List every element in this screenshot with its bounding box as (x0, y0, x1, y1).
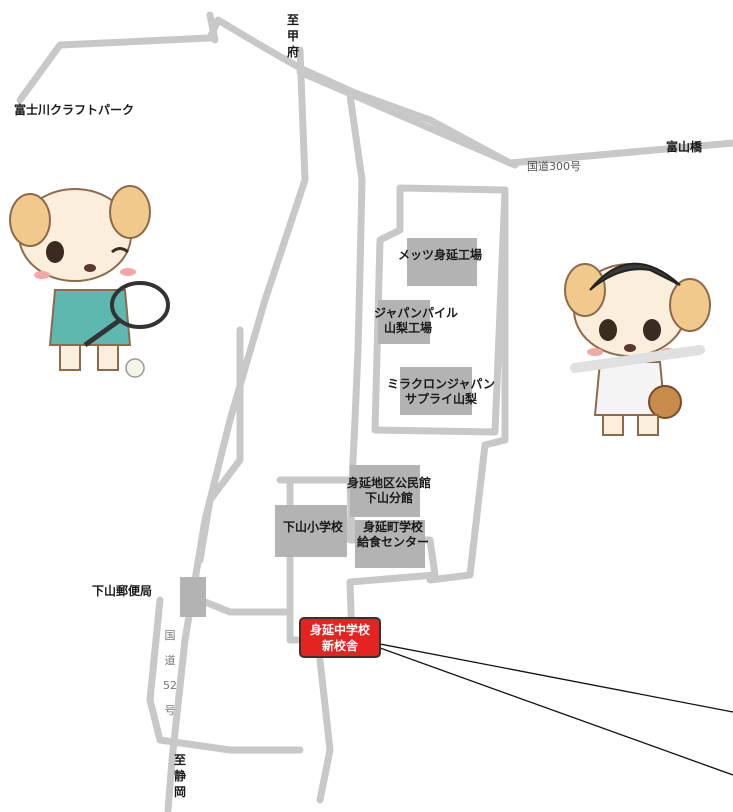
label-miraclon-line2: サプライ山梨 (404, 392, 477, 406)
label-community-hall: 身延地区公民館 下山分館 (344, 476, 434, 506)
label-community-hall-line2: 下山分館 (364, 491, 413, 505)
road-west-loop (196, 326, 244, 564)
label-tomiyama-bridge: 富山橋 (666, 140, 703, 154)
road-south-main (316, 656, 334, 804)
label-north-to: 至甲府 (286, 13, 299, 59)
label-lunch-center-line1: 身延町学校 (362, 520, 423, 534)
school-new-building-line2: 新校舎 (321, 639, 358, 653)
road-upper-branch (206, 11, 219, 44)
building-hall (350, 465, 420, 517)
label-metsu-factory: メッツ身延工場 (398, 248, 483, 262)
label-route-300: 国道300号 (527, 160, 581, 173)
road-south-lower (146, 596, 304, 754)
school-new-building-marker[interactable]: 身延中学校 新校舎 (299, 617, 381, 658)
building-postoffice (180, 577, 206, 617)
label-route-52: 国道52号 (163, 629, 177, 717)
road-route-300 (296, 68, 519, 169)
road-factory-east (426, 186, 509, 584)
mascot-tennis-icon (9, 185, 170, 378)
label-miraclon: ミラクロンジャパン サプライ山梨 (384, 377, 498, 407)
label-miraclon-line1: ミラクロンジャパン (386, 377, 495, 391)
building-miraclon (400, 367, 472, 415)
building-elementary (275, 505, 347, 557)
label-japan-pile-line2: 山梨工場 (383, 321, 432, 335)
label-lunch-center-line2: 給食センター (356, 535, 429, 549)
callout-line-upper (379, 643, 733, 713)
label-south-to: 至静岡 (173, 753, 186, 799)
building-japan-pile (378, 300, 430, 344)
building-metsu (407, 238, 477, 286)
label-post-office: 下山郵便局 (92, 584, 153, 598)
road-south-west (196, 596, 294, 616)
building-lunch (355, 520, 425, 568)
label-japan-pile-line1: ジャパンパイル (374, 306, 459, 320)
label-fuji-craft-park: 富士川クラフトパーク (14, 103, 135, 117)
label-elementary-school: 下山小学校 (283, 520, 344, 534)
label-japan-pile: ジャパンパイル 山梨工場 (374, 306, 459, 336)
school-new-building-line1: 身延中学校 (309, 623, 370, 637)
label-lunch-center: 身延町学校 給食センター (352, 520, 434, 550)
mascot-baseball-icon (564, 262, 711, 436)
road-upper-west (16, 16, 733, 167)
label-community-hall-line1: 身延地区公民館 (346, 476, 431, 490)
callout-line-lower (379, 647, 733, 776)
